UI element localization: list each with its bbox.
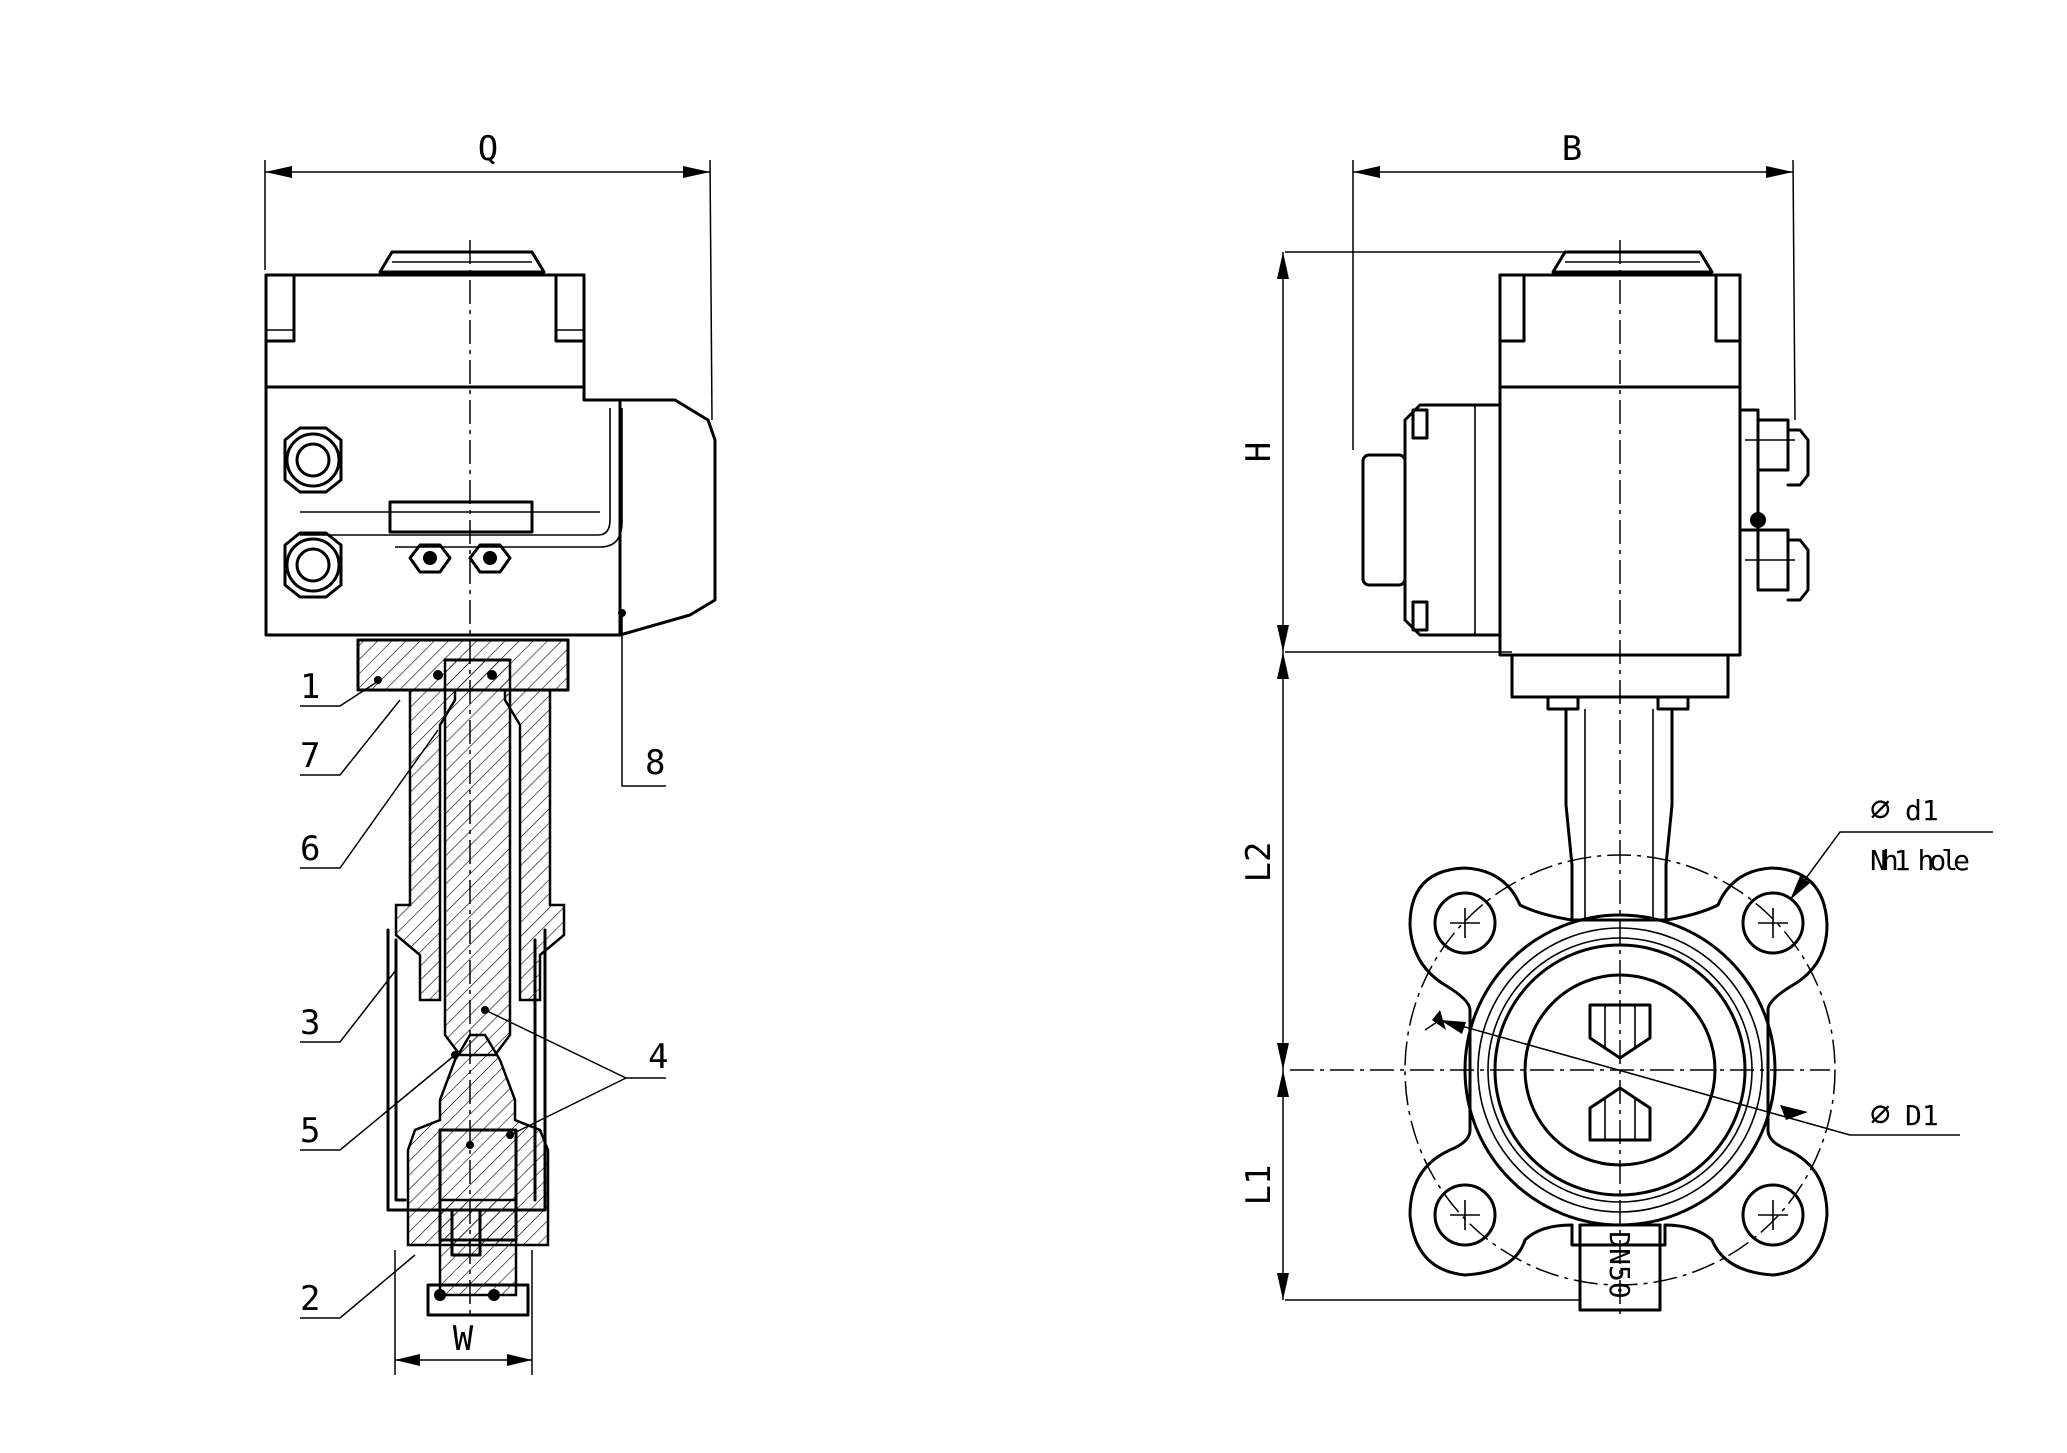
dimension-label-b: B bbox=[1562, 129, 1582, 169]
part-label-6: 6 bbox=[300, 829, 320, 869]
front-view: B bbox=[1239, 129, 1993, 1320]
part-label-3: 3 bbox=[300, 1003, 320, 1043]
part-leaders: 1 7 6 3 5 2 4 8 bbox=[300, 613, 668, 1319]
hole-note: Nh1 hole bbox=[1870, 844, 1970, 877]
diameter-symbol-small: ⌀ bbox=[1870, 789, 1890, 829]
dimension-label-l1: L1 bbox=[1239, 1165, 1279, 1206]
dimension-d1-small: ⌀ d1 Nh1 hole bbox=[1789, 789, 1993, 901]
part-label-1: 1 bbox=[300, 667, 320, 707]
dimension-label-d1-small: d1 bbox=[1905, 794, 1939, 827]
dimension-d1-large: ⌀ D1 bbox=[1424, 1010, 1960, 1136]
part-label-2: 2 bbox=[300, 1279, 320, 1319]
part-label-5: 5 bbox=[300, 1111, 320, 1151]
part-label-4: 4 bbox=[648, 1037, 668, 1077]
actuator-front bbox=[1361, 250, 1810, 711]
dimension-q: Q bbox=[264, 129, 713, 421]
dimension-label-q: Q bbox=[478, 129, 498, 169]
actuator-side bbox=[264, 250, 717, 637]
part-label-7: 7 bbox=[300, 736, 320, 776]
valve-neck-front bbox=[1564, 707, 1674, 922]
dimension-w: W bbox=[394, 1250, 533, 1375]
dimension-label-h: H bbox=[1239, 442, 1279, 462]
dimension-label-d1-large: D1 bbox=[1905, 1099, 1939, 1132]
part-label-8: 8 bbox=[645, 743, 665, 783]
dimension-h: H bbox=[1239, 251, 1620, 653]
dimension-label-w: W bbox=[453, 1319, 474, 1359]
diameter-symbol-large: ⌀ bbox=[1870, 1094, 1890, 1134]
dimension-l1: L1 bbox=[1239, 1070, 1580, 1301]
valve-neck-section bbox=[386, 658, 566, 1317]
side-section-view: Q bbox=[264, 129, 717, 1375]
dimension-b: B bbox=[1352, 129, 1796, 450]
dimension-l2: L2 bbox=[1239, 652, 1289, 1070]
dimension-label-l2: L2 bbox=[1239, 842, 1279, 883]
